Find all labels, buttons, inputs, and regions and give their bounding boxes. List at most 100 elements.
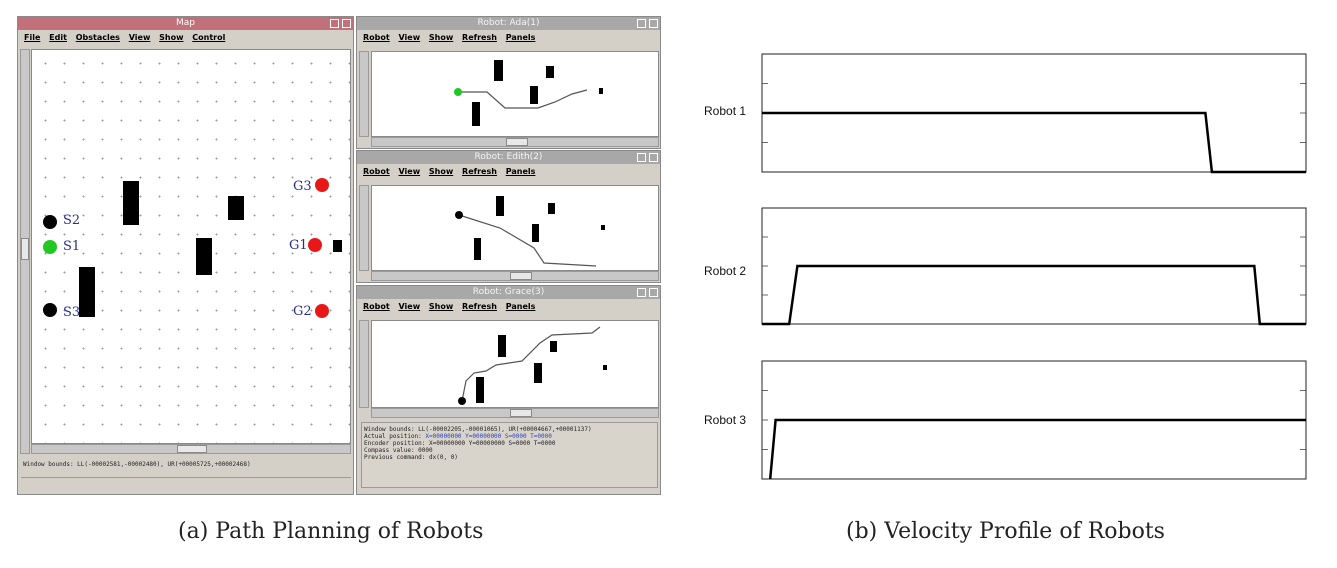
- robot-title-bar[interactable]: Robot: Ada(1): [357, 17, 660, 30]
- map-title-bar[interactable]: Map: [18, 17, 353, 30]
- velocity-chart-robot-2: [761, 207, 1307, 326]
- obstacle: [546, 66, 554, 78]
- minimize-button[interactable]: [637, 153, 646, 162]
- map-obstacle: [196, 238, 212, 275]
- robot-title: Robot: Grace(3): [472, 287, 545, 297]
- menu-view[interactable]: View: [398, 33, 421, 42]
- start-marker-s3: [43, 303, 57, 317]
- caption-b: (b) Velocity Profile of Robots: [846, 519, 1165, 544]
- label-g3: G3: [293, 179, 312, 194]
- menu-show[interactable]: Show: [428, 167, 454, 176]
- menu-robot[interactable]: Robot: [363, 167, 390, 176]
- robot-horizontal-scrollbar[interactable]: [371, 137, 659, 147]
- robot-title-bar[interactable]: Robot: Grace(3): [357, 286, 660, 299]
- maximize-button[interactable]: [649, 19, 658, 28]
- menu-view[interactable]: View: [398, 302, 421, 311]
- velocity-series-line: [762, 264, 1306, 326]
- map-vertical-scrollbar[interactable]: [20, 49, 30, 454]
- menu-obstacles[interactable]: Obstacles: [75, 33, 120, 42]
- minimize-button[interactable]: [637, 288, 646, 297]
- robot-title: Robot: Ada(1): [477, 18, 540, 28]
- menu-view[interactable]: View: [398, 167, 421, 176]
- label-s1: S1: [63, 239, 81, 254]
- caption-a: (a) Path Planning of Robots: [178, 519, 484, 544]
- robot-path: [461, 326, 601, 402]
- minimize-button[interactable]: [330, 19, 339, 28]
- map-canvas[interactable]: [31, 49, 351, 444]
- menu-refresh[interactable]: Refresh: [462, 167, 497, 176]
- robot-canvas[interactable]: [371, 320, 659, 408]
- goal-marker-g1: [308, 238, 322, 252]
- robot-vertical-scrollbar[interactable]: [359, 185, 369, 271]
- robot-window-grace: Robot: Grace(3) Robot View Show Refresh …: [356, 285, 661, 495]
- obstacle: [532, 224, 539, 242]
- map-obstacle: [228, 196, 244, 220]
- robot-marker: [455, 211, 463, 219]
- menu-refresh[interactable]: Refresh: [462, 33, 497, 42]
- menu-panels[interactable]: Panels: [505, 167, 536, 176]
- info-previous-command: Previous command: dx(0, 0): [364, 454, 458, 461]
- robot-horizontal-scroll-thumb[interactable]: [510, 409, 532, 417]
- robot-window-edith: Robot: Edith(2) Robot View Show Refresh …: [356, 150, 661, 283]
- menu-robot[interactable]: Robot: [363, 33, 390, 42]
- map-vertical-scroll-thumb[interactable]: [21, 238, 29, 260]
- robot-marker: [454, 88, 462, 96]
- info-actual-position-label: Actual position:: [364, 433, 422, 440]
- robot-canvas[interactable]: [371, 185, 659, 271]
- menu-show[interactable]: Show: [428, 33, 454, 42]
- map-menu-bar: File Edit Obstacles View Show Control: [18, 31, 353, 45]
- obstacle: [476, 377, 484, 403]
- map-horizontal-scrollbar[interactable]: [31, 444, 351, 454]
- map-title: Map: [176, 18, 195, 28]
- robot-path: [458, 214, 597, 267]
- robot-menu-bar: Robot View Show Refresh Panels: [357, 165, 660, 179]
- robot-vertical-scrollbar[interactable]: [359, 51, 369, 137]
- robot-path-view: [454, 60, 603, 126]
- label-s3: S3: [63, 305, 81, 320]
- robot-info-panel: Window bounds: LL(-00002205,-00001065), …: [361, 422, 658, 488]
- info-actual-position-value: X=00000000 Y=00000000 S=0000 T=0000: [425, 433, 552, 440]
- obstacle: [599, 88, 603, 94]
- robot-horizontal-scroll-thumb[interactable]: [506, 138, 528, 146]
- label-g1: G1: [289, 238, 308, 253]
- menu-file[interactable]: File: [24, 33, 41, 42]
- robot-menu-bar: Robot View Show Refresh Panels: [357, 31, 660, 45]
- menu-control[interactable]: Control: [192, 33, 226, 42]
- maximize-button[interactable]: [342, 19, 351, 28]
- menu-show[interactable]: Show: [428, 302, 454, 311]
- menu-view[interactable]: View: [128, 33, 151, 42]
- velocity-label-robot-2: Robot 2: [704, 264, 747, 278]
- menu-robot[interactable]: Robot: [363, 302, 390, 311]
- menu-refresh[interactable]: Refresh: [462, 302, 497, 311]
- start-marker-s2: [43, 215, 57, 229]
- info-encoder-position-value: X=00000000 Y=00000000 S=0000 T=0000: [429, 440, 556, 447]
- robot-horizontal-scroll-thumb[interactable]: [510, 272, 532, 280]
- menu-panels[interactable]: Panels: [505, 33, 536, 42]
- obstacle: [474, 238, 481, 260]
- info-window-bounds: Window bounds: LL(-00002205,-00001065), …: [364, 426, 592, 433]
- obstacle: [530, 86, 538, 104]
- info-actual-position: Actual position: X=00000000 Y=00000000 S…: [364, 433, 552, 440]
- map-status-divider: [21, 477, 351, 478]
- minimize-button[interactable]: [637, 19, 646, 28]
- maximize-button[interactable]: [649, 288, 658, 297]
- info-encoder-position-label: Encoder position:: [364, 440, 426, 447]
- velocity-label-robot-3: Robot 3: [704, 413, 747, 427]
- robot-vertical-scrollbar[interactable]: [359, 320, 369, 408]
- robot-horizontal-scrollbar[interactable]: [371, 408, 659, 418]
- robot-window-ada: Robot: Ada(1) Robot View Show Refresh Pa…: [356, 16, 661, 149]
- map-window: Map File Edit Obstacles View Show Contro…: [17, 16, 354, 495]
- velocity-label-robot-1: Robot 1: [704, 104, 747, 118]
- robot-canvas[interactable]: [371, 51, 659, 137]
- maximize-button[interactable]: [649, 153, 658, 162]
- menu-edit[interactable]: Edit: [49, 33, 67, 42]
- robot-path-view: [455, 196, 605, 267]
- label-s2: S2: [63, 213, 81, 228]
- menu-show[interactable]: Show: [159, 33, 184, 42]
- robot-horizontal-scrollbar[interactable]: [371, 271, 659, 281]
- menu-panels[interactable]: Panels: [505, 302, 536, 311]
- robot-title-bar[interactable]: Robot: Edith(2): [357, 151, 660, 164]
- map-horizontal-scroll-thumb[interactable]: [177, 445, 207, 453]
- obstacle: [498, 335, 506, 357]
- obstacle: [603, 365, 607, 370]
